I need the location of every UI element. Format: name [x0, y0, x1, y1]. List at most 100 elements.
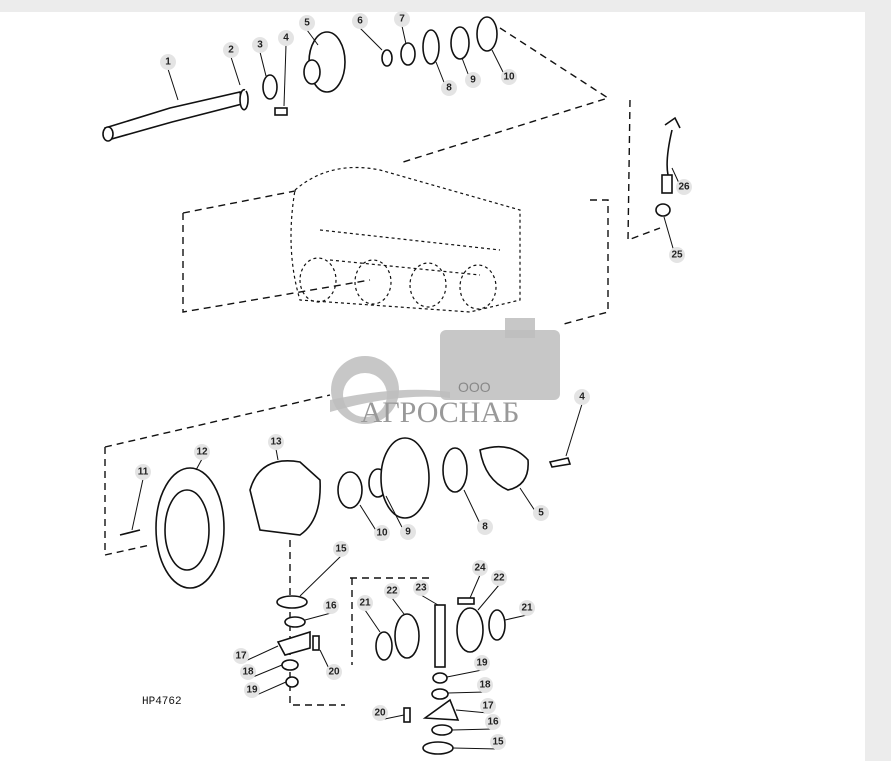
- callout-number: 6: [357, 16, 363, 27]
- callout-number: 17: [235, 651, 247, 662]
- callout-number: 21: [521, 603, 533, 614]
- leader-line: [167, 68, 179, 101]
- watermark-prefix: ООО: [458, 379, 491, 395]
- callout-number: 5: [304, 18, 310, 29]
- callout-number: 18: [479, 680, 491, 691]
- callout-21: 21: [357, 595, 381, 633]
- callout-24: 24: [469, 560, 488, 599]
- callout-number: 26: [678, 182, 690, 193]
- callout-bubble: [413, 580, 429, 596]
- callout-bubble: [533, 505, 549, 521]
- callout-number: 10: [376, 528, 388, 539]
- leader-line: [304, 612, 332, 621]
- callout-17: 17: [233, 645, 279, 664]
- callout-number: 9: [405, 527, 411, 538]
- leader-line: [306, 29, 319, 46]
- callout-18: 18: [240, 664, 283, 680]
- callout-bubble: [465, 72, 481, 88]
- callout-bubble: [194, 444, 210, 460]
- callout-3: 3: [252, 37, 268, 77]
- callout-bubble: [574, 389, 590, 405]
- callout-bubble: [519, 600, 535, 616]
- leader-line: [447, 691, 486, 694]
- leader-line: [455, 709, 489, 714]
- callout-9: 9: [385, 495, 416, 540]
- callout-22: 22: [384, 583, 405, 615]
- callout-bubble: [374, 525, 390, 541]
- callout-bubble: [160, 54, 176, 70]
- callout-1: 1: [160, 54, 179, 101]
- callout-number: 16: [325, 601, 337, 612]
- callout-bubble: [135, 464, 151, 480]
- callout-4: 4: [278, 30, 294, 107]
- callout-number: 20: [328, 667, 340, 678]
- callout-bubble: [233, 648, 249, 664]
- leader-line: [299, 555, 342, 597]
- callout-number: 15: [492, 737, 504, 748]
- callout-15: 15: [452, 734, 506, 750]
- callout-11: 11: [131, 464, 151, 531]
- callout-bubble: [252, 37, 268, 53]
- callout-number: 4: [579, 392, 585, 403]
- callout-18: 18: [447, 677, 493, 694]
- callout-number: 18: [242, 667, 254, 678]
- callout-9: 9: [461, 57, 481, 88]
- callout-number: 24: [474, 563, 486, 574]
- callout-bubble: [323, 598, 339, 614]
- callout-bubble: [299, 15, 315, 31]
- callout-21: 21: [504, 600, 535, 621]
- callout-bubble: [372, 705, 388, 721]
- callout-23: 23: [413, 580, 439, 606]
- watermark-logo: ООО АГРОСНАБ: [330, 318, 560, 429]
- callout-bubble: [501, 69, 517, 85]
- callout-number: 10: [503, 72, 515, 83]
- callout-number: 25: [671, 250, 683, 261]
- callout-bubble: [384, 583, 400, 599]
- callout-16: 16: [304, 598, 339, 621]
- callout-26: 26: [671, 167, 692, 195]
- callout-number: 22: [386, 586, 398, 597]
- leader-line: [283, 44, 287, 107]
- callout-number: 2: [228, 45, 234, 56]
- callout-number: 17: [482, 701, 494, 712]
- callout-8: 8: [435, 61, 457, 96]
- leader-line: [230, 56, 241, 86]
- callout-8: 8: [463, 489, 493, 535]
- parts-bottom: [276, 595, 506, 755]
- callout-bubble: [357, 595, 373, 611]
- callout-number: 15: [335, 544, 347, 555]
- callout-number: 7: [399, 14, 405, 25]
- callout-number: 9: [470, 75, 476, 86]
- callout-bubble: [480, 698, 496, 714]
- leader-line: [420, 594, 439, 606]
- callout-7: 7: [394, 11, 410, 45]
- callout-number: 3: [257, 40, 263, 51]
- callout-10: 10: [359, 504, 390, 541]
- callout-25: 25: [663, 216, 685, 263]
- callout-bubble: [474, 655, 490, 671]
- callout-bubble: [676, 179, 692, 195]
- watermark-brand: АГРОСНАБ: [361, 396, 520, 429]
- callout-bubble: [268, 434, 284, 450]
- callout-6: 6: [352, 13, 383, 51]
- callout-10: 10: [491, 49, 517, 85]
- callout-bubble: [490, 734, 506, 750]
- callout-bubble: [223, 42, 239, 58]
- leader-line: [195, 458, 203, 471]
- leader-line: [504, 614, 528, 621]
- callout-number: 1: [165, 57, 171, 68]
- callout-number: 19: [246, 685, 258, 696]
- callout-2: 2: [223, 42, 241, 86]
- callout-bubble: [333, 541, 349, 557]
- leader-line: [401, 25, 407, 45]
- callout-bubble: [669, 247, 685, 263]
- parts-middle: [119, 437, 529, 589]
- leader-line: [469, 574, 481, 599]
- callout-number: 5: [538, 508, 544, 519]
- callout-20: 20: [319, 649, 342, 680]
- leader-line: [452, 747, 499, 750]
- callout-bubble: [472, 560, 488, 576]
- leader-line: [451, 728, 494, 731]
- leader-line: [565, 403, 583, 457]
